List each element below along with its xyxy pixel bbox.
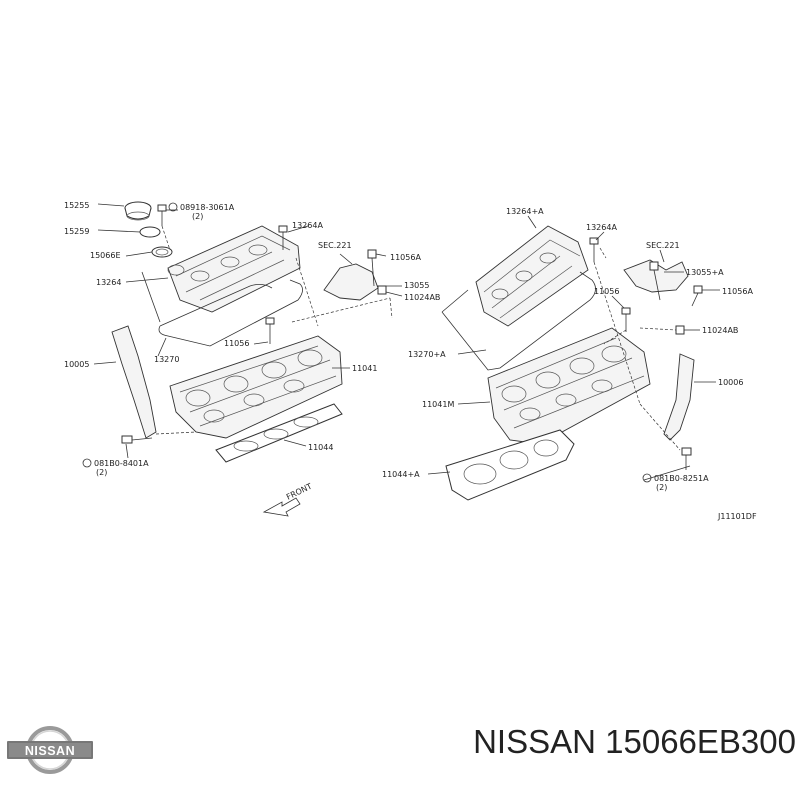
label-11041m: 11041M [422,400,454,409]
right-timing-guide [663,353,695,441]
label-11056a-right: 11056A [722,287,753,296]
front-arrow-label: FRONT [285,482,314,502]
left-rocker-cover [167,225,301,313]
caption-part-number: 15066EB300 [605,723,796,760]
caption-brand: NISSAN [473,723,596,760]
label-11044: 11044 [308,443,333,452]
label-13264a-left: 13264A [292,221,323,230]
bolt-13264a-right [589,237,599,262]
label-bolt-081b0-left-code: 081B0-8401A [94,459,149,468]
right-cover-gasket [441,271,596,371]
label-sec221-right: SEC.221 [646,241,680,250]
left-bracket-13055 [367,249,387,295]
label-bolt-081b0-left-qty: (2) [96,468,107,477]
cap-gasket [139,226,161,238]
label-15259: 15259 [64,227,89,236]
part-caption: NISSAN 15066EB300 [372,712,796,772]
label-11056-right: 11056 [594,287,619,296]
right-head-gasket [445,429,575,501]
label-15255: 15255 [64,201,89,210]
left-timing-guide [111,325,157,439]
bolt-11056-right [621,307,631,332]
bolt-11056-left [265,317,275,344]
label-bolt-08918-qty: (2) [192,212,203,221]
front-arrow-icon [262,497,301,517]
label-13264: 13264 [96,278,121,287]
bolt-081b0-left [121,435,153,444]
bolt-08918 [157,204,167,226]
oil-filler-neck-seal [151,246,173,258]
left-cylinder-head [169,335,343,439]
label-13055-left: 13055 [404,281,429,290]
label-sec221-left: SEC.221 [318,241,352,250]
label-15066e: 15066E [90,251,121,260]
nissan-logo: NISSAN [7,726,93,774]
label-11056-left: 11056 [224,339,249,348]
svg-text:NISSAN: NISSAN [25,744,75,758]
label-11056a-left: 11056A [390,253,421,262]
right-cylinder-head [487,327,651,445]
label-11044a-plus: 11044+A [382,470,420,479]
label-11024ab-right: 11024AB [702,326,738,335]
label-13264a-plus: 13264+A [506,207,544,216]
left-cover-gasket [158,279,303,347]
label-13270: 13270 [154,355,179,364]
diagram-code: J11101DF [717,512,757,521]
label-bolt-08918-code: 08918-3061A [180,203,235,212]
label-10005: 10005 [64,360,89,369]
label-13055a-plus: 13055+A [686,268,724,277]
bolt-11024ab-right [675,325,685,335]
left-heat-shield [323,263,379,301]
label-13270a-plus: 13270+A [408,350,446,359]
label-11024ab-left: 11024AB [404,293,440,302]
label-13264a-right: 13264A [586,223,617,232]
label-bolt-081b0-right-code: 081B0-8251A [654,474,709,483]
bolt-13264a-left [278,225,288,250]
bolt-11056a-right [691,285,703,307]
left-head-gasket [215,403,343,463]
label-11041: 11041 [352,364,377,373]
right-rocker-cover [475,225,589,327]
oil-filler-cap [124,201,152,221]
label-10006: 10006 [718,378,743,387]
label-bolt-081b0-right-qty: (2) [656,483,667,492]
right-bracket-13055a [649,261,661,301]
